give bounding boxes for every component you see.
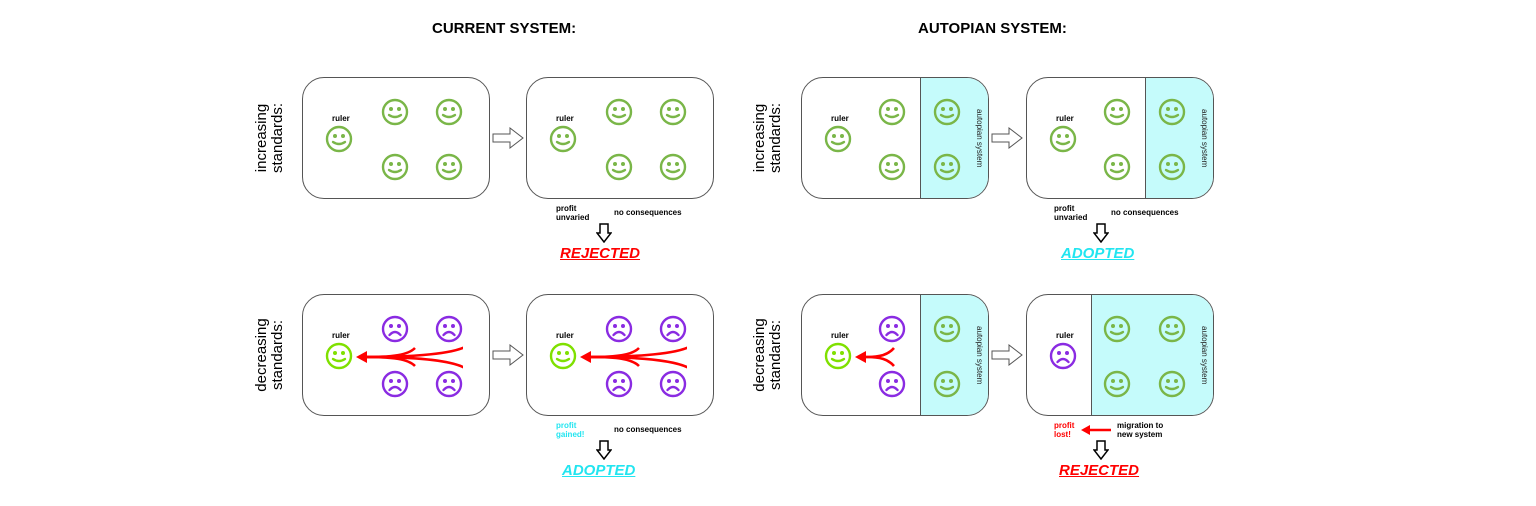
row-label-decreasing-right: decreasing standards: xyxy=(751,318,784,392)
happy-face-icon xyxy=(1158,370,1186,398)
verdict-adopted: ADOPTED xyxy=(562,462,636,479)
ruler-happy-face-icon xyxy=(325,125,353,153)
title-autopian-system: AUTOPIAN SYSTEM: xyxy=(918,20,1067,37)
sad-face-icon xyxy=(878,315,906,343)
happy-face-icon xyxy=(933,315,961,343)
happy-face-icon xyxy=(435,98,463,126)
down-arrow-icon xyxy=(1093,223,1109,243)
ruler-happy-face-icon xyxy=(549,342,577,370)
down-arrow-icon xyxy=(1093,440,1109,460)
happy-face-icon xyxy=(659,98,687,126)
verdict-rejected: REJECTED xyxy=(560,245,641,262)
panel-autopian-increasing-before: autopian system ruler xyxy=(801,77,989,199)
happy-face-icon xyxy=(933,98,961,126)
happy-face-icon xyxy=(878,153,906,181)
ruler-label: ruler xyxy=(831,331,849,340)
sad-face-icon xyxy=(878,370,906,398)
happy-face-icon xyxy=(933,370,961,398)
ruler-sad-face-icon xyxy=(1049,342,1077,370)
verdict-adopted: ADOPTED xyxy=(1061,245,1135,262)
ruler-happy-face-icon xyxy=(549,125,577,153)
panel-current-increasing-after: ruler xyxy=(526,77,714,199)
happy-face-icon xyxy=(1158,153,1186,181)
ruler-label: ruler xyxy=(556,114,574,123)
note-migration: migration to new system xyxy=(1117,421,1164,439)
row-label-increasing-right: increasing standards: xyxy=(751,102,784,174)
sad-face-icon xyxy=(381,370,409,398)
ruler-label: ruler xyxy=(831,114,849,123)
happy-face-icon xyxy=(1158,315,1186,343)
ruler-label: ruler xyxy=(1056,331,1074,340)
note-no-consequences: no consequences xyxy=(614,425,682,434)
sad-face-icon xyxy=(659,315,687,343)
note-no-consequences: no consequences xyxy=(614,208,682,217)
happy-face-icon xyxy=(435,153,463,181)
note-profit-lost: profit lost! xyxy=(1054,421,1075,439)
profit-flow-arrow-icon xyxy=(855,347,895,367)
transition-arrow-icon xyxy=(492,344,524,366)
ruler-label: ruler xyxy=(1056,114,1074,123)
happy-face-icon xyxy=(381,98,409,126)
happy-face-icon xyxy=(605,153,633,181)
happy-face-icon xyxy=(659,153,687,181)
down-arrow-icon xyxy=(596,440,612,460)
note-profit-unvaried: profit unvaried xyxy=(556,204,590,222)
panel-autopian-decreasing-before: autopian system ruler xyxy=(801,294,989,416)
happy-face-icon xyxy=(605,98,633,126)
profit-flow-arrow-icon xyxy=(580,346,687,369)
ruler-happy-face-icon xyxy=(1049,125,1077,153)
autopian-system-label: autopian system xyxy=(975,108,984,168)
autopian-zone: autopian system xyxy=(920,295,988,415)
happy-face-icon xyxy=(1103,315,1131,343)
title-current-system: CURRENT SYSTEM: xyxy=(432,20,577,37)
ruler-label: ruler xyxy=(332,114,350,123)
panel-autopian-decreasing-after: autopian system ruler xyxy=(1026,294,1214,416)
verdict-rejected: REJECTED xyxy=(1059,462,1140,479)
happy-face-icon xyxy=(1103,153,1131,181)
note-profit-gained: profit gained! xyxy=(556,421,585,439)
sad-face-icon xyxy=(435,370,463,398)
panel-autopian-increasing-after: autopian system ruler xyxy=(1026,77,1214,199)
row-label-increasing-left: increasing standards: xyxy=(253,102,286,174)
transition-arrow-icon xyxy=(492,127,524,149)
panel-current-decreasing-after: ruler xyxy=(526,294,714,416)
ruler-happy-face-icon xyxy=(325,342,353,370)
ruler-label: ruler xyxy=(332,331,350,340)
transition-arrow-icon xyxy=(991,127,1023,149)
transition-arrow-icon xyxy=(991,344,1023,366)
ruler-label: ruler xyxy=(556,331,574,340)
sad-face-icon xyxy=(435,315,463,343)
happy-face-icon xyxy=(1103,98,1131,126)
ruler-happy-face-icon xyxy=(824,125,852,153)
down-arrow-icon xyxy=(596,223,612,243)
row-label-decreasing-left: decreasing standards: xyxy=(253,318,286,392)
autopian-system-label: autopian system xyxy=(1200,108,1209,168)
happy-face-icon xyxy=(933,153,961,181)
happy-face-icon xyxy=(878,98,906,126)
panel-current-increasing-before: ruler xyxy=(302,77,490,199)
happy-face-icon xyxy=(381,153,409,181)
sad-face-icon xyxy=(659,370,687,398)
note-no-consequences: no consequences xyxy=(1111,208,1179,217)
ruler-happy-face-icon xyxy=(824,342,852,370)
sad-face-icon xyxy=(605,315,633,343)
happy-face-icon xyxy=(1158,98,1186,126)
sad-face-icon xyxy=(605,370,633,398)
note-profit-unvaried: profit unvaried xyxy=(1054,204,1088,222)
profit-flow-arrow-icon xyxy=(356,346,463,369)
autopian-system-label: autopian system xyxy=(1200,325,1209,385)
happy-face-icon xyxy=(1103,370,1131,398)
left-red-arrow-icon xyxy=(1081,425,1111,435)
sad-face-icon xyxy=(381,315,409,343)
autopian-system-label: autopian system xyxy=(975,325,984,385)
panel-current-decreasing-before: ruler xyxy=(302,294,490,416)
